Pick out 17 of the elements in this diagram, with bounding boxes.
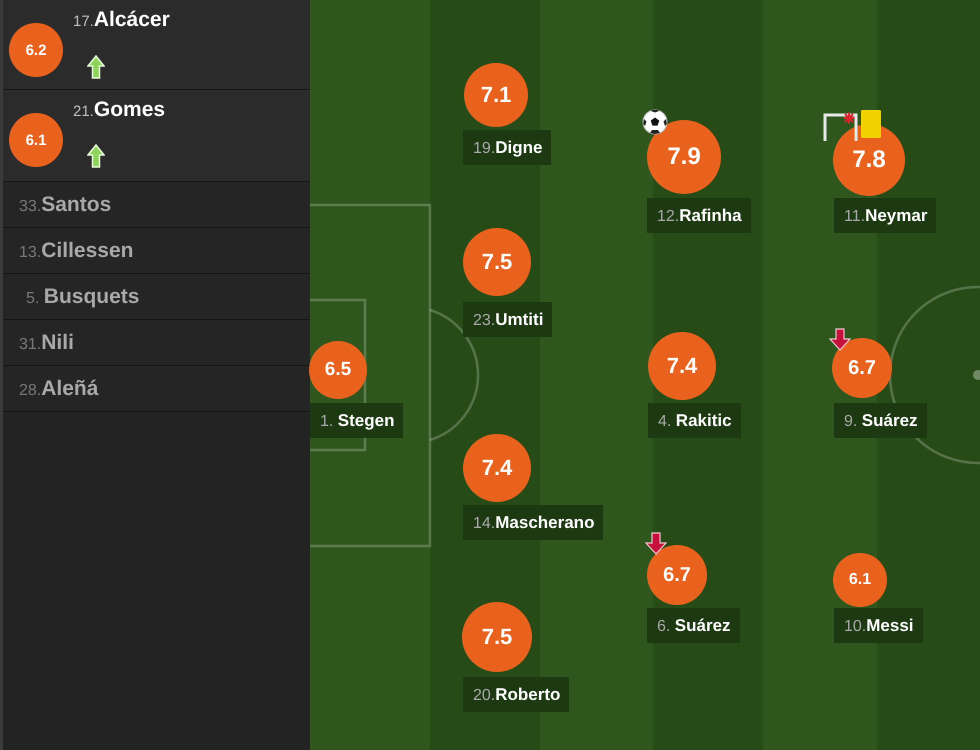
player-name-plate: 9. Suárez [834,403,927,438]
substitute-row [3,0,310,90]
rating-circle: 6.1 [9,113,63,167]
player-name-plate: 6. Suárez [647,608,740,643]
player-name-plate: 20.Roberto [463,677,570,712]
player-name: 21.Gomes [73,98,166,122]
rating-circle: 6.2 [9,23,63,77]
player-name-plate: 12.Rafinha [647,198,751,233]
player-name-plate: 23.Umtiti [463,302,552,337]
player-name-plate: 10.Messi [834,608,922,643]
player-name-plate: 19.Digne [463,130,552,165]
player-name-plate: 11.Neymar [834,198,936,233]
substitute-row [3,90,310,182]
player-name-plate: 4. Rakitic [648,403,741,438]
player-name: 17.Alcácer [73,8,170,32]
player-name-plate: 1. Stegen [310,403,404,438]
player-name-plate: 14.Mascherano [463,505,604,540]
